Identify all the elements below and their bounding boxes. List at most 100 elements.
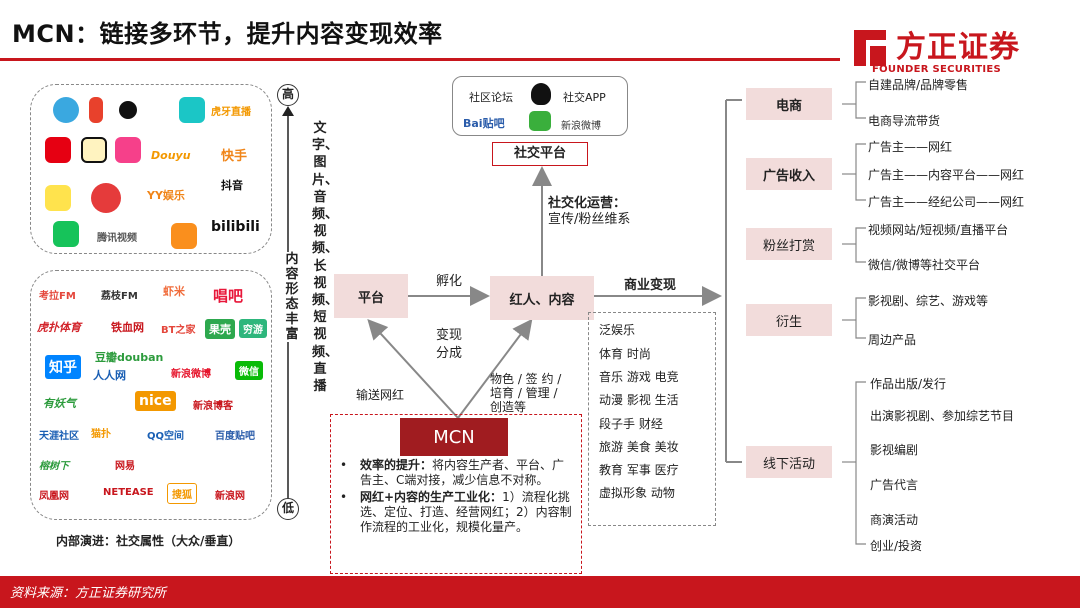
platform-icon bbox=[115, 137, 141, 163]
platform-logo: 凤凰网 bbox=[39, 491, 69, 502]
brand-sub: FOUNDER SECURITIES bbox=[872, 64, 1002, 75]
platform-icon bbox=[91, 183, 121, 213]
community-platform-box: 考拉FM 荔枝FM 虾米 唱吧 虎扑体育 铁血网 BT之家 果壳 穷游 知乎 豆… bbox=[30, 270, 272, 520]
platform-logo: 网易 bbox=[115, 461, 135, 472]
monetize-label: 商业变现 bbox=[624, 278, 677, 293]
platform-logo: 搜狐 bbox=[167, 483, 197, 504]
platform-logo: 新浪博客 bbox=[193, 401, 233, 412]
monetization-item: 影视剧、综艺、游戏等 bbox=[868, 294, 989, 308]
forum-label: 社区论坛 bbox=[469, 91, 513, 104]
platform-logo: 新浪微博 bbox=[171, 369, 211, 380]
social-ops-title: 社交化运营： bbox=[548, 196, 627, 211]
monetization-item: 周边产品 bbox=[868, 333, 917, 347]
vertical-item: 体育 时尚 bbox=[599, 347, 651, 361]
monetization-item: 影视编剧 bbox=[870, 443, 919, 457]
platform-logo: 荔枝FM bbox=[101, 291, 138, 302]
platform-logo-huya: 虎牙直播 bbox=[211, 107, 251, 118]
source-footer: 资料来源：方正证券研究所 bbox=[0, 576, 1080, 608]
platform-logo: nice bbox=[135, 391, 176, 411]
platform-logo: 果壳 bbox=[205, 319, 235, 339]
platform-node: 平台 bbox=[334, 274, 408, 318]
vertical-item: 段子手 财经 bbox=[599, 417, 663, 431]
social-apps-box: 社区论坛 社交APP Bai贴吧 新浪微博 bbox=[452, 76, 628, 136]
mcn-point-text: 网红+内容的生产工业化：1）流程化挑选、定位、打造、经营网红；2）内容制作流程的… bbox=[360, 490, 572, 534]
vertical-item: 旅游 美食 美妆 bbox=[599, 440, 679, 454]
platform-logo-bilibili: bilibili bbox=[211, 219, 260, 235]
platform-logo: 人人网 bbox=[93, 369, 126, 382]
monetization-item: 电商导流带货 bbox=[868, 114, 941, 128]
platform-icon bbox=[53, 97, 79, 123]
mcn-point: • 网红+内容的生产工业化：1）流程化挑选、定位、打造、经营网红；2）内容制作流… bbox=[340, 490, 576, 535]
high-marker: 高 bbox=[277, 84, 299, 106]
platform-logo: 铁血网 bbox=[111, 321, 144, 334]
vertical-item: 动漫 影视 生活 bbox=[599, 393, 679, 407]
platform-icon bbox=[179, 97, 205, 123]
monetization-item: 视频网站/短视频/直播平台 bbox=[868, 223, 1009, 237]
platform-logo: 知乎 bbox=[45, 355, 81, 379]
monetization-item: 广告代言 bbox=[870, 478, 919, 492]
transform-label: 变现 bbox=[436, 328, 463, 343]
platform-logo: 猫扑 bbox=[91, 429, 111, 440]
platform-logo-kuaishou: 快手 bbox=[221, 149, 248, 164]
monetization-item: 创业/投资 bbox=[870, 539, 923, 553]
weibo-logo: 新浪微博 bbox=[561, 121, 601, 132]
platform-logo: 天涯社区 bbox=[39, 431, 79, 442]
platform-logo: 新浪网 bbox=[215, 491, 245, 502]
vertical-item: 音乐 游戏 电竞 bbox=[599, 370, 679, 384]
monetization-item: 自建品牌/品牌零售 bbox=[868, 78, 969, 92]
page-title: MCN：链接多环节，提升内容变现效率 bbox=[12, 20, 443, 48]
platform-logo: 考拉FM bbox=[39, 291, 76, 302]
platform-logo: QQ空间 bbox=[147, 431, 185, 442]
category-derivatives: 衍生 bbox=[746, 304, 832, 336]
platform-logo: NETEASE bbox=[103, 487, 154, 498]
wechat-icon bbox=[529, 111, 551, 131]
category-tipping: 粉丝打赏 bbox=[746, 228, 832, 260]
bullet-icon: • bbox=[340, 458, 348, 472]
platform-logo-yy: YY娱乐 bbox=[147, 189, 185, 202]
incubate-label: 孵化 bbox=[436, 274, 463, 289]
category-ecommerce: 电商 bbox=[746, 88, 832, 120]
app-label: 社交APP bbox=[563, 91, 606, 104]
platform-logo: 虾米 bbox=[163, 285, 185, 298]
low-marker: 低 bbox=[277, 498, 299, 520]
platform-icon bbox=[53, 221, 79, 247]
monetization-item: 商演活动 bbox=[870, 513, 919, 527]
category-offline: 线下活动 bbox=[746, 446, 832, 478]
mcn-node: MCN bbox=[400, 418, 508, 456]
qq-icon bbox=[531, 83, 551, 105]
platform-logo: 百度贴吧 bbox=[215, 431, 255, 442]
deliver-label: 输送网红 bbox=[356, 388, 405, 402]
brand-name: 方正证券 bbox=[896, 30, 1020, 65]
monetization-item: 广告主——网红 bbox=[868, 140, 953, 154]
platform-logo: 微信 bbox=[235, 361, 263, 380]
content-richness-label: 内容形态丰富 bbox=[284, 252, 300, 342]
platform-logo: BT之家 bbox=[161, 325, 196, 336]
vertical-item: 泛娱乐 bbox=[599, 323, 636, 337]
platform-icon bbox=[45, 185, 71, 211]
monetization-item: 广告主——经纪公司——网红 bbox=[868, 195, 1025, 209]
vertical-item: 虚拟形象 动物 bbox=[599, 486, 675, 500]
monetization-item: 广告主——内容平台——网红 bbox=[868, 168, 1025, 182]
vertical-item: 教育 军事 医疗 bbox=[599, 463, 679, 477]
platform-icon bbox=[171, 223, 197, 249]
platform-logo-douyu: Douyu bbox=[151, 149, 191, 162]
platform-logo: 唱吧 bbox=[213, 287, 244, 305]
platform-icon bbox=[81, 137, 107, 163]
platform-logo-douyin: 抖音 bbox=[221, 179, 243, 192]
social-platform-node: 社交平台 bbox=[492, 142, 588, 166]
video-platform-box: 虎牙直播 Douyu 快手 YY娱乐 抖音 bilibili 腾讯视频 bbox=[30, 84, 272, 254]
monetization-item: 微信/微博等社交平台 bbox=[868, 258, 981, 272]
mcn-point-text: 效率的提升：将内容生产者、平台、广告主、C端对接，减少信息不对称。 bbox=[360, 458, 565, 487]
mcn-detail-box bbox=[330, 414, 582, 574]
influencer-node: 红人、内容 bbox=[490, 276, 594, 320]
cultivate-label: 物色 / 签 约 / 培育 / 管理 / 创造等 bbox=[490, 372, 562, 414]
title-divider bbox=[0, 58, 840, 61]
platform-icon bbox=[89, 97, 103, 123]
mcn-point: • 效率的提升：将内容生产者、平台、广告主、C端对接，减少信息不对称。 bbox=[340, 458, 576, 488]
platform-logo-tencent-video: 腾讯视频 bbox=[97, 233, 137, 244]
category-ad-revenue: 广告收入 bbox=[746, 158, 832, 190]
platform-icon bbox=[45, 137, 71, 163]
tieba-logo: Bai贴吧 bbox=[463, 117, 505, 130]
